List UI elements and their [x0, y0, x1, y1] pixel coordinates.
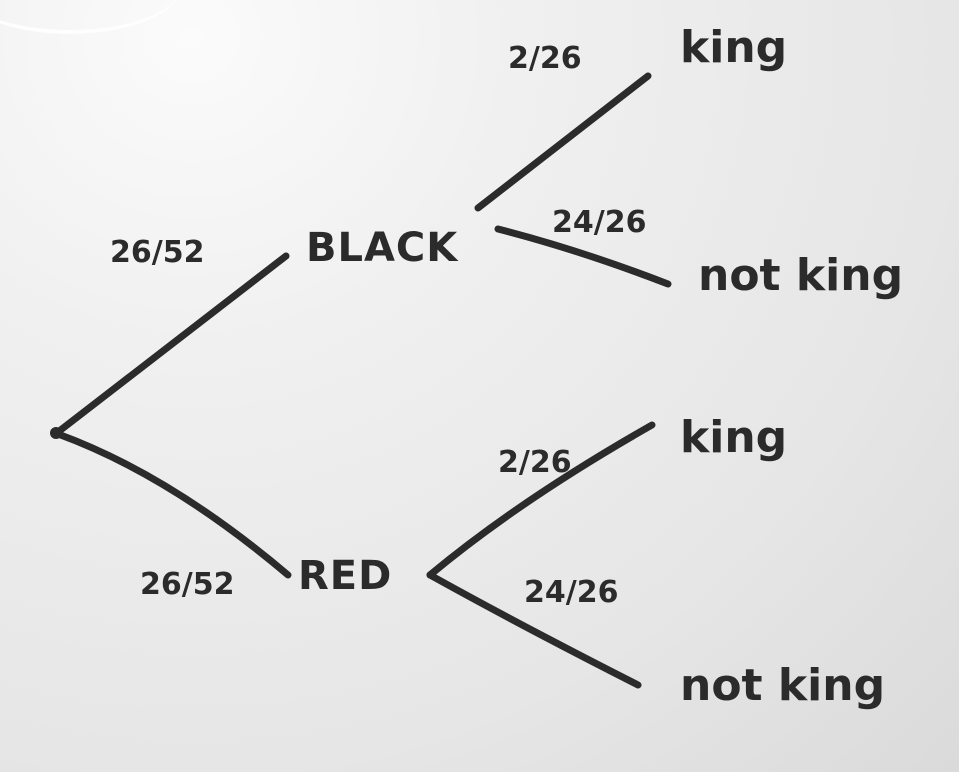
branch-red-king: [426, 421, 656, 579]
glare: [0, 0, 180, 34]
prob-red-king: 2/26: [498, 445, 572, 480]
node-red: RED: [298, 553, 393, 599]
branch-root-red: [54, 430, 292, 579]
branch-black-not-king: [494, 225, 672, 288]
branch-red-not-king: [426, 571, 642, 689]
branch-root-black: [54, 252, 290, 436]
prob-red: 26/52: [140, 567, 235, 602]
leaf-black-king: king: [680, 22, 788, 73]
prob-black-not-king: 24/26: [552, 205, 647, 240]
leaf-red-not-king: not king: [680, 660, 886, 711]
leaf-black-not-king: not king: [698, 250, 904, 301]
branch-black-king: [474, 72, 652, 212]
prob-black: 26/52: [110, 235, 205, 270]
leaf-red-king: king: [680, 412, 788, 463]
node-black: BLACK: [306, 225, 459, 271]
prob-black-king: 2/26: [508, 41, 582, 76]
prob-red-not-king: 24/26: [524, 575, 619, 610]
